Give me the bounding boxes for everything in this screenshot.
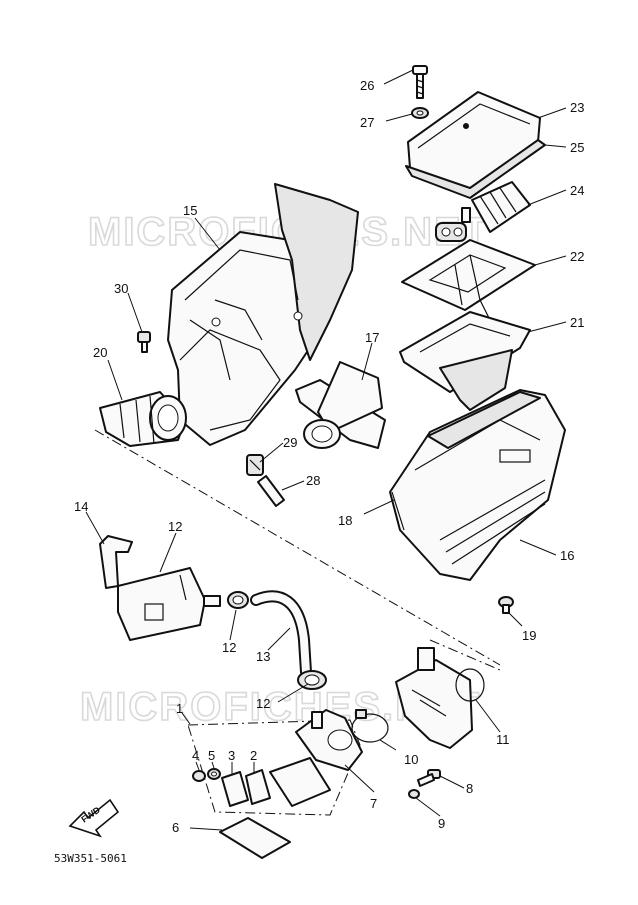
callout-22: 21	[570, 315, 584, 330]
callout-23: 22	[570, 249, 584, 264]
callout-28: 27	[360, 115, 374, 130]
callout-19: 18	[338, 513, 352, 528]
callout-10: 10	[404, 752, 418, 767]
diagram-code: 53W351-5061	[54, 852, 127, 865]
callout-3: 3	[228, 748, 235, 763]
callout-2: 2	[250, 748, 257, 763]
callout-13: 12	[168, 519, 182, 534]
callout-30: 29	[283, 435, 297, 450]
callout-31: 30	[114, 281, 128, 296]
part-9-washer[interactable]	[408, 789, 420, 799]
callout-27: 26	[360, 78, 374, 93]
callout-4: 4	[192, 748, 199, 763]
part-23-plate[interactable]	[401, 239, 536, 321]
callout-29: 28	[306, 473, 320, 488]
callout-6: 6	[172, 820, 179, 835]
callout-24: 23	[570, 100, 584, 115]
callout-7: 7	[370, 796, 377, 811]
part-30-clip[interactable]	[246, 454, 264, 476]
part-22-element[interactable]	[399, 311, 531, 411]
part-12-clamp-lower[interactable]	[297, 670, 327, 690]
part-11-carburetor[interactable]	[395, 647, 485, 749]
part-27-bolt[interactable]	[412, 65, 428, 99]
part-10-clamp[interactable]	[351, 709, 389, 743]
part-20-screw[interactable]	[498, 596, 514, 614]
callout-16: 15	[183, 203, 197, 218]
callout-11: 11	[496, 732, 510, 747]
part-15-bracket[interactable]	[99, 535, 133, 589]
callout-9: 9	[438, 816, 445, 831]
callout-18: 17	[365, 330, 379, 345]
callout-15: 14	[74, 499, 88, 514]
part-19-seal[interactable]	[391, 491, 405, 531]
part-16-air-cleaner-case[interactable]	[167, 183, 359, 446]
callout-1: 1	[176, 701, 183, 716]
leader-lines	[85, 69, 567, 831]
part-17-case-cap[interactable]	[389, 389, 566, 581]
part-29-tube[interactable]	[257, 475, 285, 507]
part-18-joint[interactable]	[295, 361, 386, 449]
part-12-clamp-upper[interactable]	[227, 591, 249, 609]
part-5-washer[interactable]	[207, 768, 221, 780]
part-4-screw[interactable]	[192, 770, 206, 782]
part-21-joint[interactable]	[99, 391, 187, 447]
assembly-line-right	[429, 639, 501, 671]
part-31-screw[interactable]	[137, 331, 151, 353]
callout-8: 8	[466, 781, 473, 796]
part-28-washer[interactable]	[411, 107, 429, 119]
part-8-bolt[interactable]	[417, 769, 441, 787]
part-3-reed-stopper[interactable]	[221, 771, 249, 807]
part-13-canister[interactable]	[117, 567, 221, 641]
callout-17: 16	[560, 548, 574, 563]
callout-20: 19	[522, 628, 536, 643]
part-7-manifold[interactable]	[295, 709, 363, 771]
part-25-joint[interactable]	[435, 181, 531, 242]
fwd-arrow-icon: FWD	[68, 798, 120, 838]
part-6-gasket[interactable]	[219, 817, 291, 859]
callout-25: 24	[570, 183, 584, 198]
callout-12-lower: 12	[256, 696, 270, 711]
callout-21: 20	[93, 345, 107, 360]
assembly-line-main	[94, 429, 501, 666]
callout-5: 5	[208, 748, 215, 763]
callout-12-upper: 12	[222, 640, 236, 655]
callout-26: 25	[570, 140, 584, 155]
callout-14: 13	[256, 649, 270, 664]
part-2-reed-valve[interactable]	[245, 769, 271, 805]
part-reed-valve-block[interactable]	[269, 757, 331, 807]
